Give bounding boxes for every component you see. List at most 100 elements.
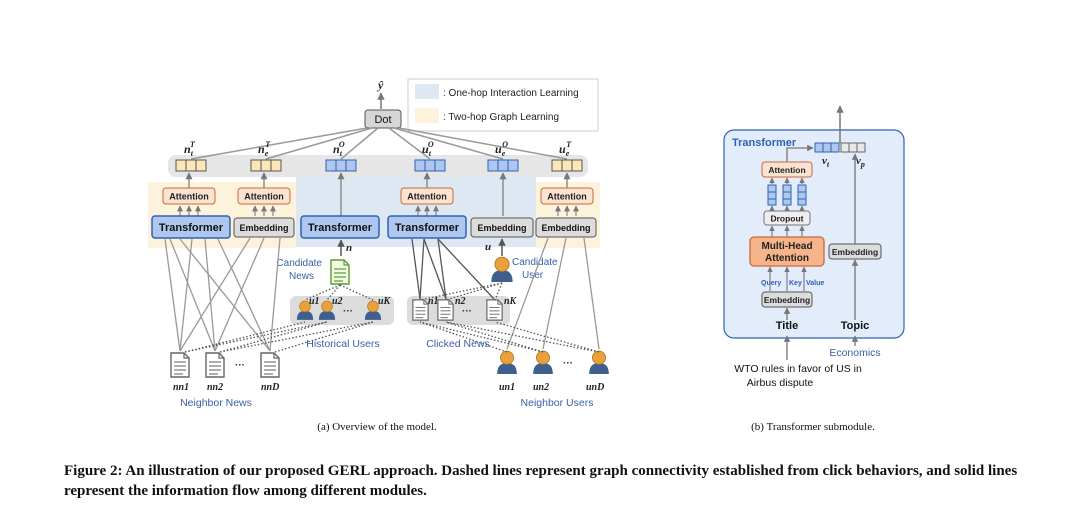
vector-u-t-O [414, 159, 446, 172]
svg-text:Dropout: Dropout [770, 214, 803, 224]
svg-text:Multi-Head: Multi-Head [761, 241, 812, 252]
clicked-news-k-icon [486, 299, 503, 321]
neighbor-users-ellipsis: ··· [563, 358, 573, 369]
neighbor-news-d-icon [260, 352, 280, 378]
label-u-e-O: ueO [495, 140, 508, 158]
neighbor-users-dashed-links [419, 321, 600, 353]
clicked-news-2-icon [437, 299, 454, 321]
legend-one-hop-label: : One-hop Interaction Learning [443, 88, 579, 99]
submodule-multihead-attention-box: Multi-Head Attention [749, 236, 825, 267]
transformer-candidate-news: Transformer [300, 215, 380, 239]
submodule-qkv-labels: Query Key Value [761, 280, 824, 287]
figure-caption: Figure 2: An illustration of our propose… [64, 463, 1018, 499]
clicked-news-label: Clicked News [426, 338, 490, 350]
svg-text:Embedding: Embedding [764, 295, 810, 305]
submodule-vector-vp [840, 142, 866, 153]
svg-text:Attention: Attention [768, 165, 805, 175]
qkv-value-label: Value [806, 280, 824, 287]
submodule-vector-vt [814, 142, 840, 153]
embedding-neighbor-users: Embedding [535, 217, 597, 238]
label-n-t-T: ntT [184, 140, 196, 158]
clicked-news-1-icon [412, 299, 429, 321]
hist-user-k-label: uK [378, 296, 392, 307]
hist-user-1-label: u1 [309, 296, 320, 307]
submodule-headline-line1: WTO rules in favor of US in [734, 363, 862, 375]
neighbor-news-2-icon [205, 352, 225, 378]
clicked-news-to-transformer-lines [411, 238, 495, 300]
submodule-stack-arrows-top [769, 177, 805, 184]
arrow-label-u: u [485, 241, 491, 253]
neighbor-user-2-label: un2 [533, 382, 549, 393]
submodule-panel [723, 129, 905, 339]
clicked-news-1-label: n1 [428, 296, 439, 307]
vector-n-t-O [325, 159, 357, 172]
legend-frame [407, 78, 599, 132]
submodule-hidden-vectors [767, 184, 807, 206]
attention-news-1: Attention [162, 187, 216, 205]
vector-n-e-T [250, 159, 282, 172]
candidate-user-label-2: User [522, 270, 544, 281]
subcaption-a: (a) Overview of the model. [317, 421, 437, 433]
qkv-key-label: Key [789, 280, 802, 287]
submodule-title-label: Title [776, 320, 798, 332]
transformer-news-neighbors: Transformer [151, 215, 231, 239]
neighbor-news-1-label: nn1 [173, 382, 189, 393]
neighbor-news-ellipsis: ··· [235, 360, 245, 371]
neighbor-news-lines [164, 237, 281, 352]
submodule-attention-to-vt-arrow [786, 144, 814, 162]
neighbor-news-dashed-links [184, 321, 374, 353]
hist-users-dashed-links [304, 284, 374, 301]
arrow-label-n: n [346, 242, 352, 254]
neighbor-news-1-icon [170, 352, 190, 378]
submodule-topic-label: Topic [841, 320, 870, 332]
neighbor-news-label: Neighbor News [180, 397, 252, 409]
candidate-user-label-1: Candidate [512, 257, 558, 268]
submodule-headline-line2: Airbus dispute [747, 377, 814, 389]
clicked-news-2-label: n2 [455, 296, 466, 307]
prediction-yhat: ŷ [376, 78, 384, 92]
submodule-attention-box: Attention [761, 161, 813, 178]
clicked-news-ellipsis: ··· [462, 306, 472, 317]
vector-u-e-O [487, 159, 519, 172]
candidate-user-icon [490, 256, 514, 282]
embedding-candidate-user: Embedding [470, 217, 534, 238]
legend-two-hop-label: : Two-hop Graph Learning [443, 112, 559, 123]
attention-output-arrows [185, 172, 571, 216]
attention-news-2: Attention [237, 187, 291, 205]
vector-strip [168, 155, 588, 177]
dot-input-lines [190, 127, 568, 160]
qkv-query-label: Query [761, 280, 781, 287]
neighbor-user-1-label: un1 [499, 382, 515, 393]
dot-label: Dot [374, 114, 391, 126]
vector-u-e-T [551, 159, 583, 172]
subcaption-b: (b) Transformer submodule. [751, 421, 875, 433]
label-n-e-T: neT [258, 140, 271, 158]
embedding-news-ids: Embedding [233, 217, 295, 238]
neighbor-users-lines [506, 237, 600, 350]
hist-users-ellipsis: ··· [343, 306, 353, 317]
candidate-news-label-1: Candidate [276, 258, 322, 269]
svg-text:Attention: Attention [169, 192, 209, 202]
legend-swatch-one-hop [415, 84, 439, 99]
submodule-mha-to-dropout-arrows [769, 225, 805, 237]
svg-text:Embedding: Embedding [832, 247, 878, 257]
label-u-e-T: ueT [559, 140, 572, 158]
svg-text:Embedding: Embedding [542, 223, 591, 233]
svg-text:Attention: Attention [244, 192, 284, 202]
svg-text:Attention: Attention [407, 192, 447, 202]
clicked-news-group-bg [407, 296, 510, 325]
clicked-news-k-label: nK [504, 296, 518, 307]
clicked-news-dashed-links [419, 282, 503, 301]
attention-user-1: Attention [400, 187, 454, 205]
svg-text:Attention: Attention [547, 192, 587, 202]
submodule-qkv-arrows [767, 266, 807, 291]
submodule-vt-label: vt [822, 155, 830, 169]
neighbor-user-d-icon [588, 350, 610, 374]
svg-text:Transformer: Transformer [395, 222, 460, 234]
neighbor-news-2-label: nn2 [207, 382, 223, 393]
svg-text:Transformer: Transformer [159, 222, 224, 234]
neighbor-user-1-icon [496, 350, 518, 374]
label-n-t-O: ntO [333, 140, 345, 158]
submodule-embedding-topic-box: Embedding [828, 243, 882, 260]
